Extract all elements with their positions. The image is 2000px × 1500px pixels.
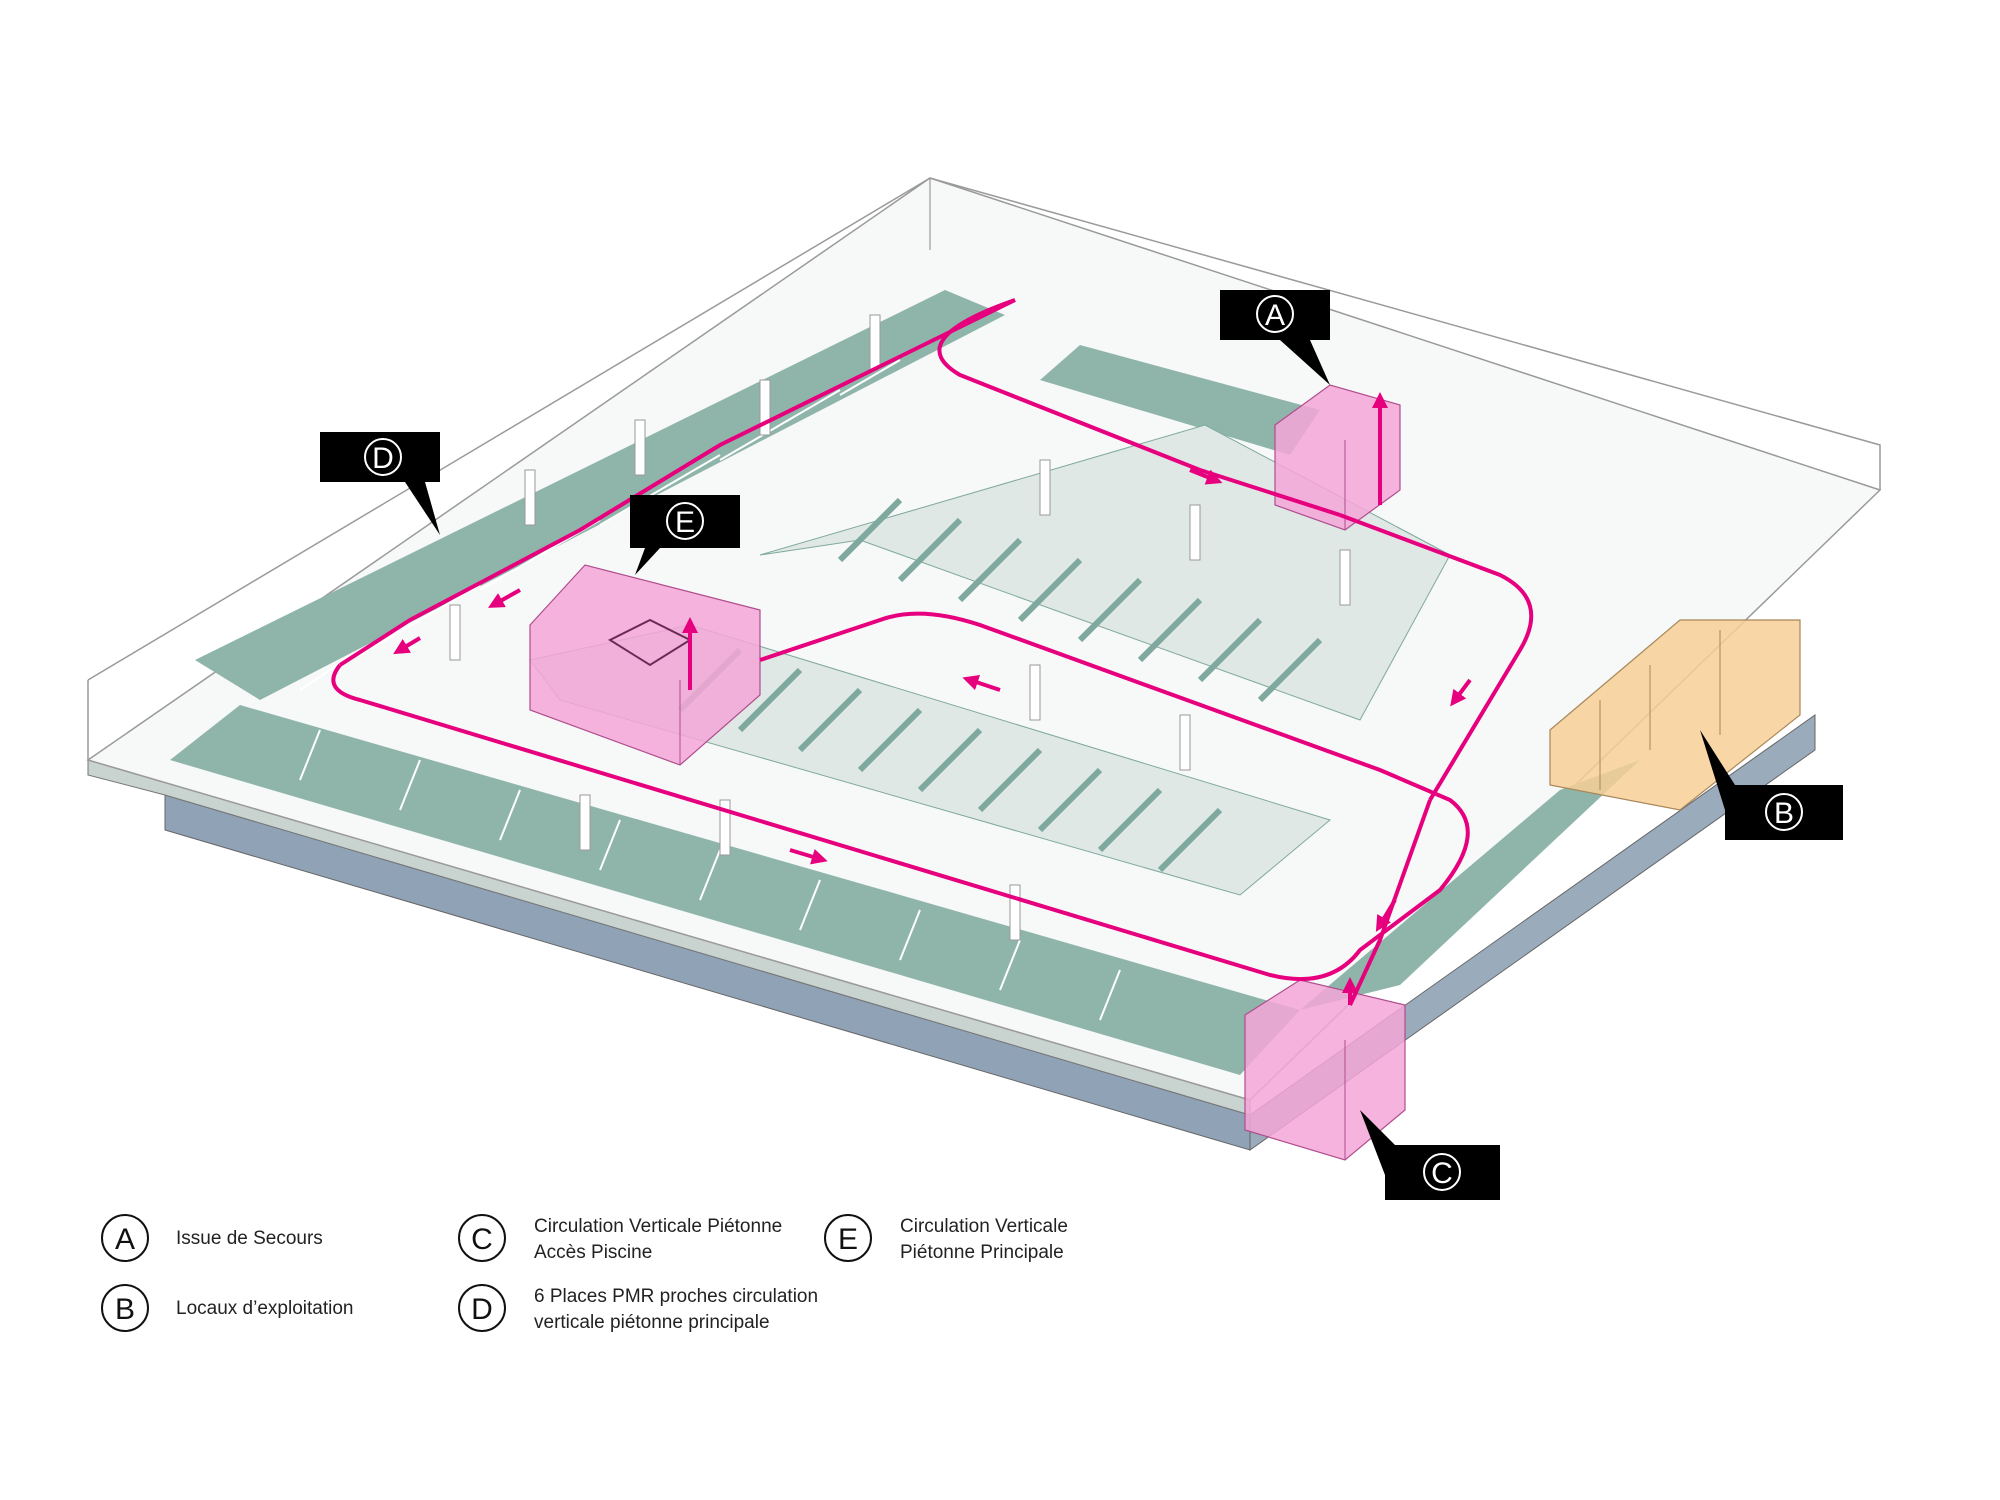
legend-item-e: E Circulation Verticale Piétonne Princip… bbox=[824, 1214, 1068, 1263]
callout-a: A bbox=[1220, 290, 1330, 385]
callout-b: B bbox=[1700, 730, 1843, 840]
callout-c: C bbox=[1360, 1110, 1500, 1200]
legend-item-b-label: Locaux d’exploitation bbox=[176, 1298, 353, 1319]
legend-item-d-letter: D bbox=[471, 1293, 493, 1326]
callout-c-circle bbox=[1423, 1153, 1461, 1191]
legend-item-e-label-line2: Piétonne Principale bbox=[900, 1242, 1064, 1263]
callout-d: D bbox=[320, 432, 440, 535]
parking-band-left bbox=[195, 290, 1005, 700]
legend-item-b: B Locaux d’exploitation bbox=[101, 1284, 353, 1332]
legend-item-b-letter: B bbox=[115, 1293, 135, 1326]
legend-item-a: A Issue de Secours bbox=[101, 1214, 323, 1262]
route-top bbox=[937, 298, 1341, 517]
building-shell bbox=[86, 177, 1882, 1151]
stair-core-e bbox=[529, 564, 761, 766]
callout-a-circle bbox=[1256, 295, 1294, 333]
legend-item-a-letter: A bbox=[115, 1223, 135, 1256]
route-to-c bbox=[1348, 799, 1432, 1006]
parking-band-front bbox=[170, 705, 1300, 1075]
legend-item-d-label-line1: 6 Places PMR proches circulation bbox=[534, 1286, 818, 1307]
route-left-path bbox=[338, 298, 1016, 667]
legend: A Issue de Secours B Locaux d’exploitati… bbox=[101, 1214, 1068, 1333]
route-right bbox=[1339, 513, 1534, 802]
parking-band-right bbox=[1300, 760, 1640, 1010]
legend-item-d-label-line2: verticale piétonne principale bbox=[534, 1312, 770, 1333]
parking-band-top bbox=[1040, 345, 1320, 455]
legend-item-a-label: Issue de Secours bbox=[176, 1228, 323, 1249]
callout-e-circle bbox=[666, 502, 704, 540]
callout-e: E bbox=[630, 495, 740, 575]
callout-c-letter: C bbox=[1431, 1157, 1453, 1190]
callout-e-letter: E bbox=[675, 506, 695, 539]
route-loop bbox=[331, 611, 1470, 982]
callout-d-letter: D bbox=[372, 442, 394, 475]
callout-b-letter: B bbox=[1774, 797, 1794, 830]
operations-rooms bbox=[1549, 619, 1801, 811]
legend-item-c-letter: C bbox=[471, 1223, 493, 1256]
parking-areas bbox=[170, 290, 1640, 1075]
legend-item-c-label-line1: Circulation Verticale Piétonne bbox=[534, 1216, 782, 1237]
pedestrian-route bbox=[331, 298, 1534, 1006]
callout-b-circle bbox=[1765, 793, 1803, 831]
legend-item-c: C Circulation Verticale Piétonne Accès P… bbox=[458, 1214, 782, 1263]
legend-item-e-label-line1: Circulation Verticale bbox=[900, 1216, 1068, 1237]
callout-d-circle bbox=[364, 438, 402, 476]
operations-room-block bbox=[1549, 619, 1801, 811]
callout-a-letter: A bbox=[1265, 299, 1285, 332]
legend-item-d: D 6 Places PMR proches circulation verti… bbox=[458, 1284, 818, 1333]
outer-wall-edge bbox=[87, 177, 1881, 681]
legend-item-c-label-line2: Accès Piscine bbox=[534, 1242, 652, 1263]
legend-item-e-letter: E bbox=[838, 1223, 858, 1256]
